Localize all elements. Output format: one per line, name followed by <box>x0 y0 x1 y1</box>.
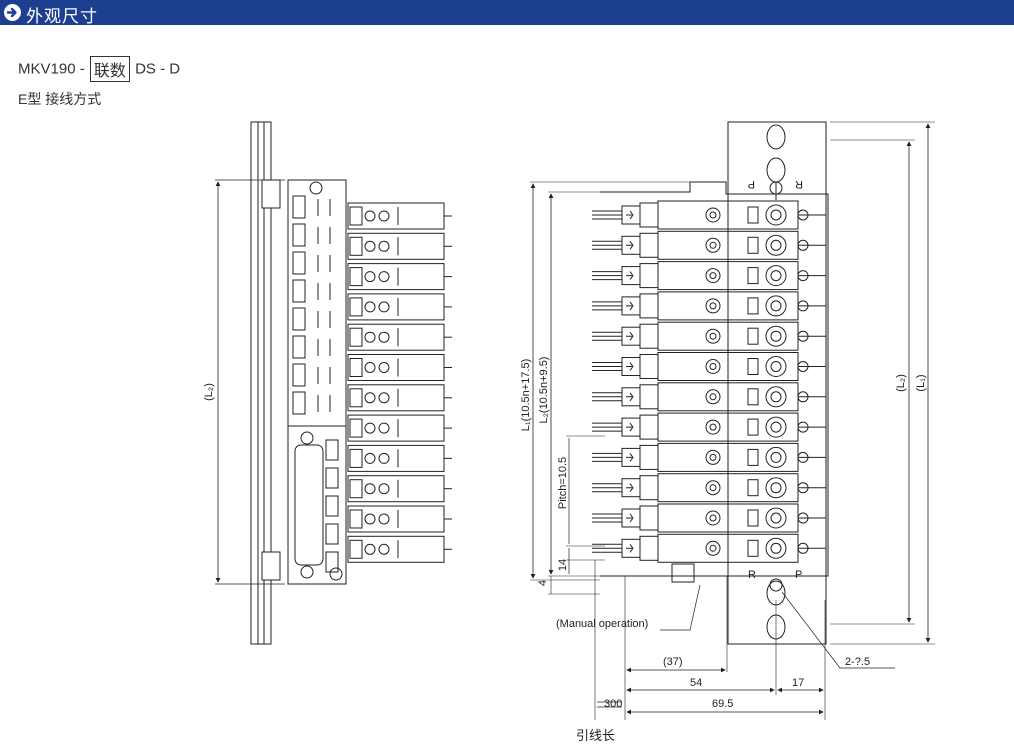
terminal-block <box>325 551 339 573</box>
side-valve-station <box>347 293 452 321</box>
side-valve-station <box>347 505 452 533</box>
terminal-block <box>325 467 339 489</box>
model-station-count-box: 联数 <box>89 56 130 82</box>
side-valve-station <box>347 414 452 442</box>
d-sub-connector <box>294 444 324 566</box>
right-l1-label: (L₁) <box>915 374 927 391</box>
model-prefix: MKV190 - <box>18 60 85 78</box>
port-label-top-r: R <box>795 178 803 190</box>
valve-station <box>592 321 826 351</box>
port-label-bottom-p: P <box>795 569 802 581</box>
wiring-type-label: E型 接线方式 <box>18 91 102 107</box>
dim-300-label: 300 <box>604 698 622 710</box>
valve-station <box>592 352 826 381</box>
connector-housing <box>287 179 347 585</box>
valve-station <box>592 503 826 533</box>
terminal-block <box>292 307 306 331</box>
model-code: MKV190 - 联数 DS - D <box>18 56 180 82</box>
side-valve-station <box>347 475 452 503</box>
valve-station <box>592 442 826 472</box>
arrow-right-circle-icon <box>4 4 21 21</box>
manual-operation-label: (Manual operation) <box>556 618 648 630</box>
terminal-block <box>292 195 306 219</box>
terminal-block <box>292 335 306 359</box>
side-valve-station <box>347 384 452 412</box>
port-label-bottom-r: R <box>748 569 756 581</box>
side-valve-station <box>347 444 452 472</box>
hole-label: 2-?.5 <box>845 656 870 668</box>
side-valve-station <box>347 323 452 351</box>
side-valve-station <box>347 202 452 230</box>
valve-station <box>592 261 826 291</box>
dim-37-label: (37) <box>663 656 683 668</box>
terminal-block <box>292 363 306 387</box>
terminal-block <box>292 251 306 275</box>
right-l2-label: (L₂) <box>895 374 907 392</box>
dim-l2-label: L₂(10.5n+9.5) <box>538 357 550 424</box>
terminal-block <box>292 223 306 247</box>
terminal-block <box>325 523 339 545</box>
top-view-drawing <box>530 121 935 720</box>
side-valve-station <box>347 535 452 563</box>
dim-l1-label: L₁(10.5n+17.5) <box>520 359 532 432</box>
section-title: 外观尺寸 <box>26 7 98 26</box>
side-valve-station <box>347 354 452 381</box>
dim-69-5-label: 69.5 <box>712 698 733 710</box>
valve-station <box>592 230 826 260</box>
din-rail <box>250 121 272 645</box>
valve-station <box>592 473 826 503</box>
dim-54-label: 54 <box>690 677 702 689</box>
dim-14-label: 14 <box>557 559 569 571</box>
valve-station <box>592 412 826 442</box>
dim-4-label: 4 <box>537 580 549 586</box>
left-l2-label: (L₂) <box>203 383 215 401</box>
port-label-top-p: P <box>748 178 755 190</box>
valve-station <box>592 382 826 412</box>
side-valve-station <box>347 232 452 260</box>
side-view-drawing <box>215 121 452 645</box>
valve-station <box>592 200 826 230</box>
lead-length-label: 引线长 <box>576 728 615 743</box>
section-header-bar: 外观尺寸 <box>0 0 1014 26</box>
terminal-block <box>325 495 339 517</box>
pitch-label: Pitch=10.5 <box>557 457 569 509</box>
model-suffix: DS - D <box>135 60 181 78</box>
valve-station <box>592 533 826 563</box>
terminal-block <box>325 439 339 461</box>
side-valve-station <box>347 263 452 291</box>
terminal-block <box>292 279 306 303</box>
terminal-block <box>292 391 306 415</box>
valve-station <box>592 291 826 321</box>
dim-17-label: 17 <box>792 677 804 689</box>
